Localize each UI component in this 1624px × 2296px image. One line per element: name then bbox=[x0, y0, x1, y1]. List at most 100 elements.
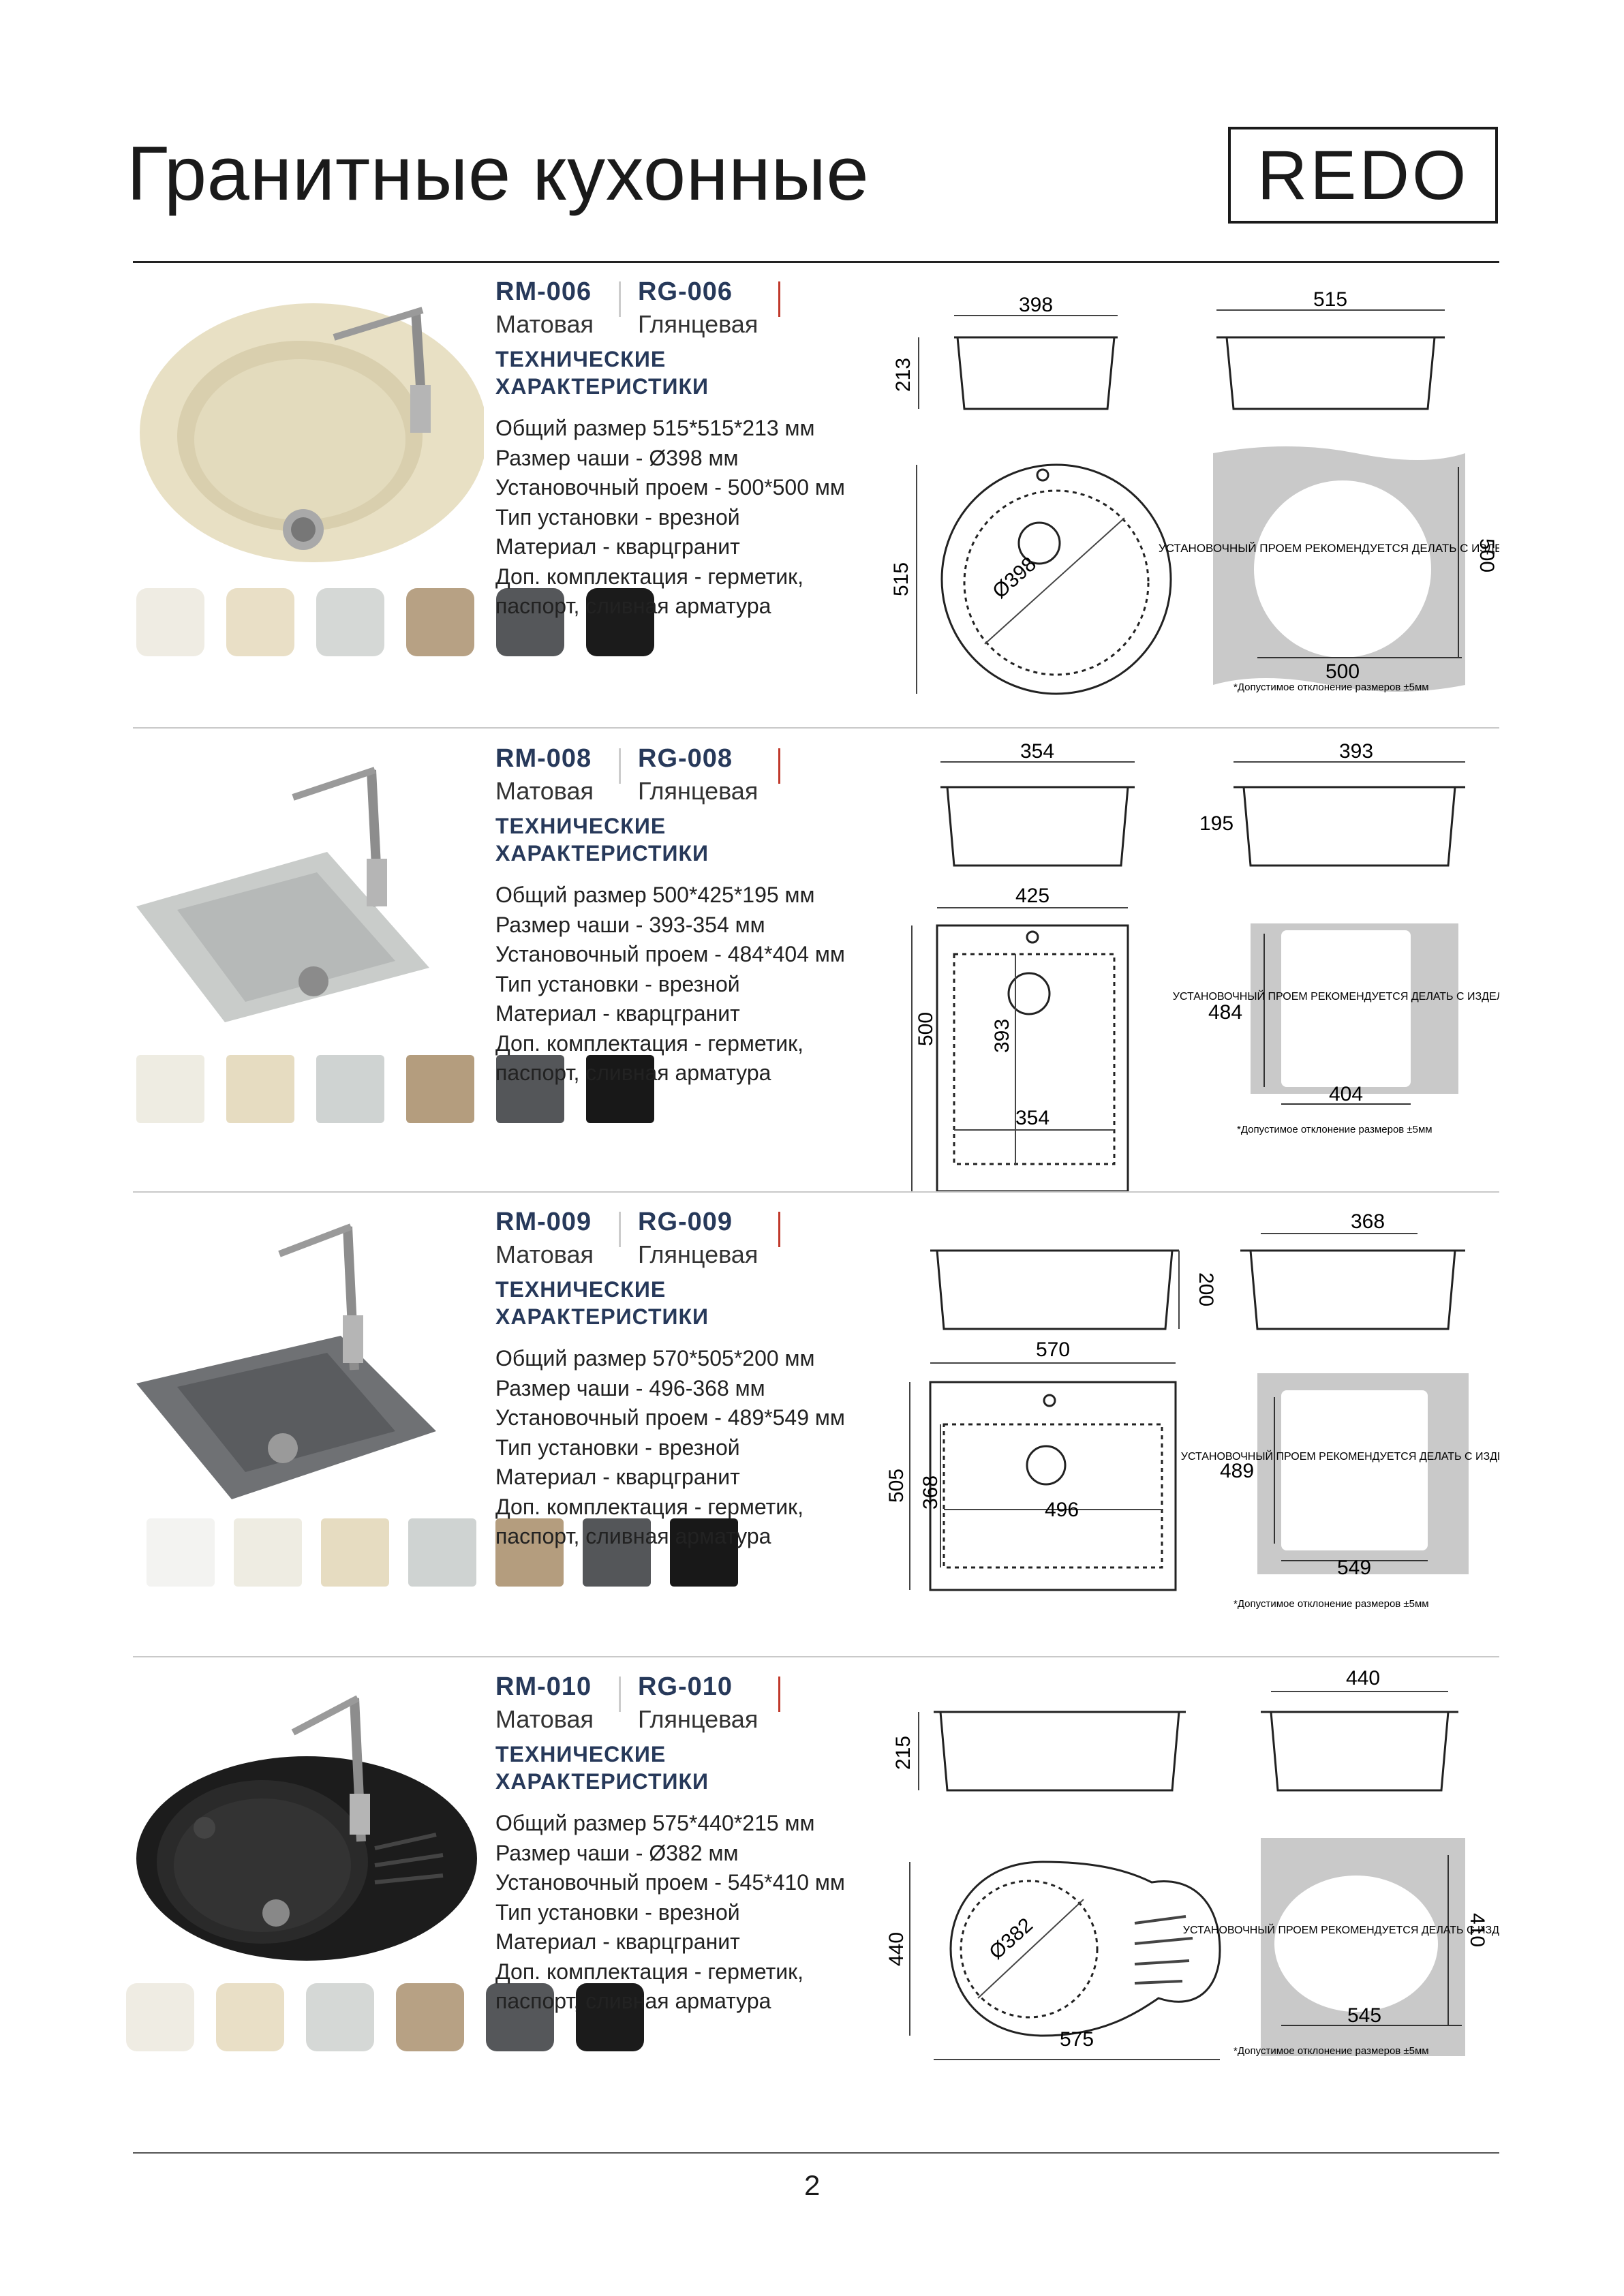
dim-open-w: 549 bbox=[1337, 1557, 1371, 1579]
product-photo-granite-sink bbox=[136, 1223, 436, 1499]
dim-bowl: Ø398 bbox=[988, 553, 1041, 603]
dim-open-h: 500 bbox=[1475, 538, 1498, 572]
finish-gloss: Глянцевая bbox=[638, 310, 759, 338]
spec-line: Общий размер 570*505*200 мм bbox=[495, 1346, 815, 1371]
spec-line: паспорт, сливная арматура bbox=[495, 1524, 771, 1548]
color-swatch[interactable] bbox=[321, 1518, 389, 1587]
color-swatch[interactable] bbox=[216, 1983, 284, 2051]
dim-bowl-w: 354 bbox=[1015, 1107, 1050, 1129]
dim-open-w: 500 bbox=[1326, 660, 1360, 683]
dim-plan-h: 500 bbox=[915, 1012, 937, 1046]
spec-line: Тип установки - врезной bbox=[495, 504, 740, 530]
spec-line: Установочный проем - 489*549 мм bbox=[495, 1405, 845, 1430]
color-swatch[interactable] bbox=[406, 1055, 474, 1123]
spec-line: Тип установки - врезной bbox=[495, 1435, 740, 1460]
color-swatches bbox=[147, 1518, 738, 1587]
product-section-rm-009: RM-009 RG-009 Матовая Глянцевая ТЕХНИЧЕС… bbox=[0, 1193, 1624, 1656]
side-profile-a bbox=[954, 336, 1118, 410]
code-gloss: RG-008 bbox=[638, 744, 733, 773]
color-swatch[interactable] bbox=[147, 1518, 215, 1587]
color-swatch[interactable] bbox=[136, 1055, 204, 1123]
technical-drawings: 354 393 195 425 500 393 354 УСТАНОВОЧНЫЙ… bbox=[911, 740, 1499, 1193]
technical-drawings: 440 215 440 Ø382 575 УСТАНОВОЧНЫЙ ПРОЕМ … bbox=[885, 1667, 1499, 2060]
finish-gloss: Глянцевая bbox=[638, 1705, 759, 1733]
color-swatch[interactable] bbox=[306, 1983, 374, 2051]
plan-drain bbox=[1017, 521, 1061, 565]
dim-plan-h: 440 bbox=[885, 1932, 908, 1966]
dim-open-h: 410 bbox=[1466, 1913, 1488, 1947]
color-swatch[interactable] bbox=[234, 1518, 302, 1587]
header-divider bbox=[133, 261, 1499, 263]
dim-top-b: 515 bbox=[1313, 288, 1347, 311]
finish-gloss: Глянцевая bbox=[638, 777, 759, 805]
dim-top-a: 398 bbox=[1019, 294, 1053, 316]
code-matte: RM-006 bbox=[495, 277, 592, 306]
color-swatch[interactable] bbox=[496, 588, 564, 656]
spec-line: Доп. комплектация - герметик, bbox=[495, 1030, 804, 1056]
dim-open-h: 489 bbox=[1220, 1460, 1254, 1482]
spec-line: Доп. комплектация - герметик, bbox=[495, 1959, 804, 1984]
color-swatch[interactable] bbox=[226, 588, 294, 656]
color-swatch[interactable] bbox=[126, 1983, 194, 2051]
dim-open-w: 404 bbox=[1329, 1083, 1363, 1105]
spec-line: Размер чаши - 393-354 мм bbox=[495, 912, 765, 937]
plan-outer bbox=[940, 463, 1172, 695]
code-separator bbox=[619, 281, 621, 317]
spec-line: Материал - кварцгранит bbox=[495, 1465, 740, 1489]
plan-tap-hole bbox=[1036, 468, 1050, 482]
spec-line: Размер чаши - Ø382 мм bbox=[495, 1840, 739, 1865]
plan-bowl bbox=[963, 489, 1150, 676]
finish-gloss: Глянцевая bbox=[638, 1240, 759, 1268]
color-swatch[interactable] bbox=[576, 1983, 644, 2051]
finish-matte: Матовая bbox=[495, 1705, 594, 1733]
dim-plan-side: 515 bbox=[890, 562, 913, 596]
spec-line: Установочный проем - 545*410 мм bbox=[495, 1870, 845, 1895]
color-swatch[interactable] bbox=[316, 588, 384, 656]
color-swatch[interactable] bbox=[408, 1518, 476, 1587]
color-swatch[interactable] bbox=[496, 1055, 564, 1123]
finish-matte: Матовая bbox=[495, 777, 594, 805]
spec-line: паспорт, сливная арматура bbox=[495, 1989, 771, 2013]
accent-bar bbox=[778, 1212, 780, 1247]
technical-drawings: 398 515 213 515 Ø398 УСТАНОВОЧНЫЙ ПРОЕМ … bbox=[890, 288, 1499, 695]
dim-bowl: Ø382 bbox=[985, 1914, 1037, 1964]
page-title: Гранитные кухонные bbox=[127, 131, 870, 216]
color-swatch[interactable] bbox=[586, 1055, 654, 1123]
product-section-rm-008: RM-008 RG-008 Матовая Глянцевая ТЕХНИЧЕС… bbox=[0, 729, 1624, 1193]
dim-open-w: 545 bbox=[1347, 2004, 1381, 2027]
accent-bar bbox=[778, 748, 780, 784]
dim-top-b: 440 bbox=[1346, 1667, 1380, 1689]
specs-list: Общий размер 570*505*200 мм Размер чаши … bbox=[495, 1344, 904, 1552]
dim-side: 200 bbox=[1195, 1272, 1217, 1306]
color-swatch[interactable] bbox=[316, 1055, 384, 1123]
section-divider bbox=[133, 1656, 1499, 1657]
color-swatch[interactable] bbox=[670, 1518, 738, 1587]
color-swatch[interactable] bbox=[583, 1518, 651, 1587]
code-matte: RM-009 bbox=[495, 1208, 592, 1236]
color-swatch[interactable] bbox=[495, 1518, 564, 1587]
dim-plan-w: 575 bbox=[1060, 2028, 1094, 2051]
color-swatch[interactable] bbox=[396, 1983, 464, 2051]
color-swatch[interactable] bbox=[586, 588, 654, 656]
opening-label: УСТАНОВОЧНЫЙ ПРОЕМ РЕКОМЕНДУЕТСЯ ДЕЛАТЬ … bbox=[1183, 1923, 1499, 1936]
code-gloss: RG-009 bbox=[638, 1208, 733, 1236]
technical-drawings: 368 200 570 505 368 496 УСТАНОВОЧНЫЙ ПРО… bbox=[885, 1210, 1499, 1610]
accent-bar bbox=[778, 1677, 780, 1712]
spec-line: Материал - кварцгранит bbox=[495, 1929, 740, 1954]
color-swatches bbox=[136, 588, 654, 656]
spec-line: Установочный проем - 484*404 мм bbox=[495, 942, 845, 966]
code-separator bbox=[619, 748, 621, 784]
spec-line: Материал - кварцгранит bbox=[495, 534, 740, 559]
spec-line: Установочный проем - 500*500 мм bbox=[495, 475, 845, 500]
color-swatch[interactable] bbox=[406, 588, 474, 656]
specs-list: Общий размер 575*440*215 мм Размер чаши … bbox=[495, 1809, 904, 2017]
color-swatch[interactable] bbox=[226, 1055, 294, 1123]
dim-side: 215 bbox=[892, 1736, 915, 1770]
specs-list: Общий размер 500*425*195 мм Размер чаши … bbox=[495, 881, 904, 1088]
spec-line: Общий размер 500*425*195 мм bbox=[495, 883, 815, 907]
specs-heading: ТЕХНИЧЕСКИЕ ХАРАКТЕРИСТИКИ bbox=[495, 1742, 709, 1794]
code-separator bbox=[619, 1212, 621, 1247]
color-swatch[interactable] bbox=[136, 588, 204, 656]
spec-line: Размер чаши - Ø398 мм bbox=[495, 445, 739, 470]
color-swatch[interactable] bbox=[486, 1983, 554, 2051]
